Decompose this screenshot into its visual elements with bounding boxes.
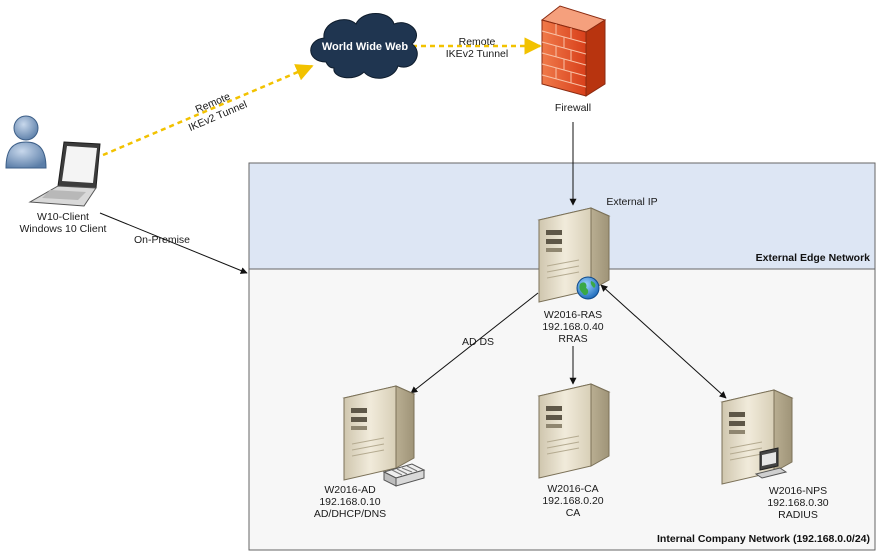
ras-role: RRAS (558, 333, 587, 345)
cloud-label: World Wide Web (322, 41, 409, 53)
on-premise-label: On-Premise (134, 234, 190, 246)
globe-icon (576, 276, 600, 300)
ca-role: CA (566, 507, 581, 519)
nps-ip: 192.168.0.30 (767, 497, 828, 509)
ca-name: W2016-CA (547, 483, 598, 495)
on-premise-link (99, 212, 248, 274)
ca-ip: 192.168.0.20 (542, 495, 603, 507)
ras-nps-link (600, 284, 727, 399)
ad-ip: 192.168.0.10 (319, 496, 380, 508)
laptop-icon (28, 141, 101, 207)
firewall-icon (540, 5, 607, 97)
nps-name: W2016-NPS (769, 485, 827, 497)
external-ip-label: External IP (606, 196, 657, 208)
ad-role: AD/DHCP/DNS (314, 508, 386, 520)
client-name: W10-Client (37, 211, 89, 223)
firewall-label: Firewall (555, 102, 591, 114)
tunnel-client-web (102, 64, 314, 157)
external-edge-label: External Edge Network (756, 252, 871, 264)
world-wide-web-cloud: World Wide Web (310, 13, 418, 79)
client-os: Windows 10 Client (20, 223, 107, 235)
network-switch-icon (382, 463, 426, 487)
monitor-icon (754, 447, 788, 479)
ras-ip: 192.168.0.40 (542, 321, 603, 333)
tunnel-label-top-2: IKEv2 Tunnel (446, 48, 508, 60)
ad-ds-label: AD DS (462, 336, 494, 348)
user-icon (5, 115, 47, 169)
ad-name: W2016-AD (324, 484, 376, 496)
ras-to-ad (410, 292, 539, 394)
ras-name: W2016-RAS (544, 309, 602, 321)
internal-network-label: Internal Company Network (192.168.0.0/24… (657, 533, 870, 545)
tunnel-label-top-1: Remote (459, 36, 496, 48)
nps-role: RADIUS (778, 509, 818, 521)
